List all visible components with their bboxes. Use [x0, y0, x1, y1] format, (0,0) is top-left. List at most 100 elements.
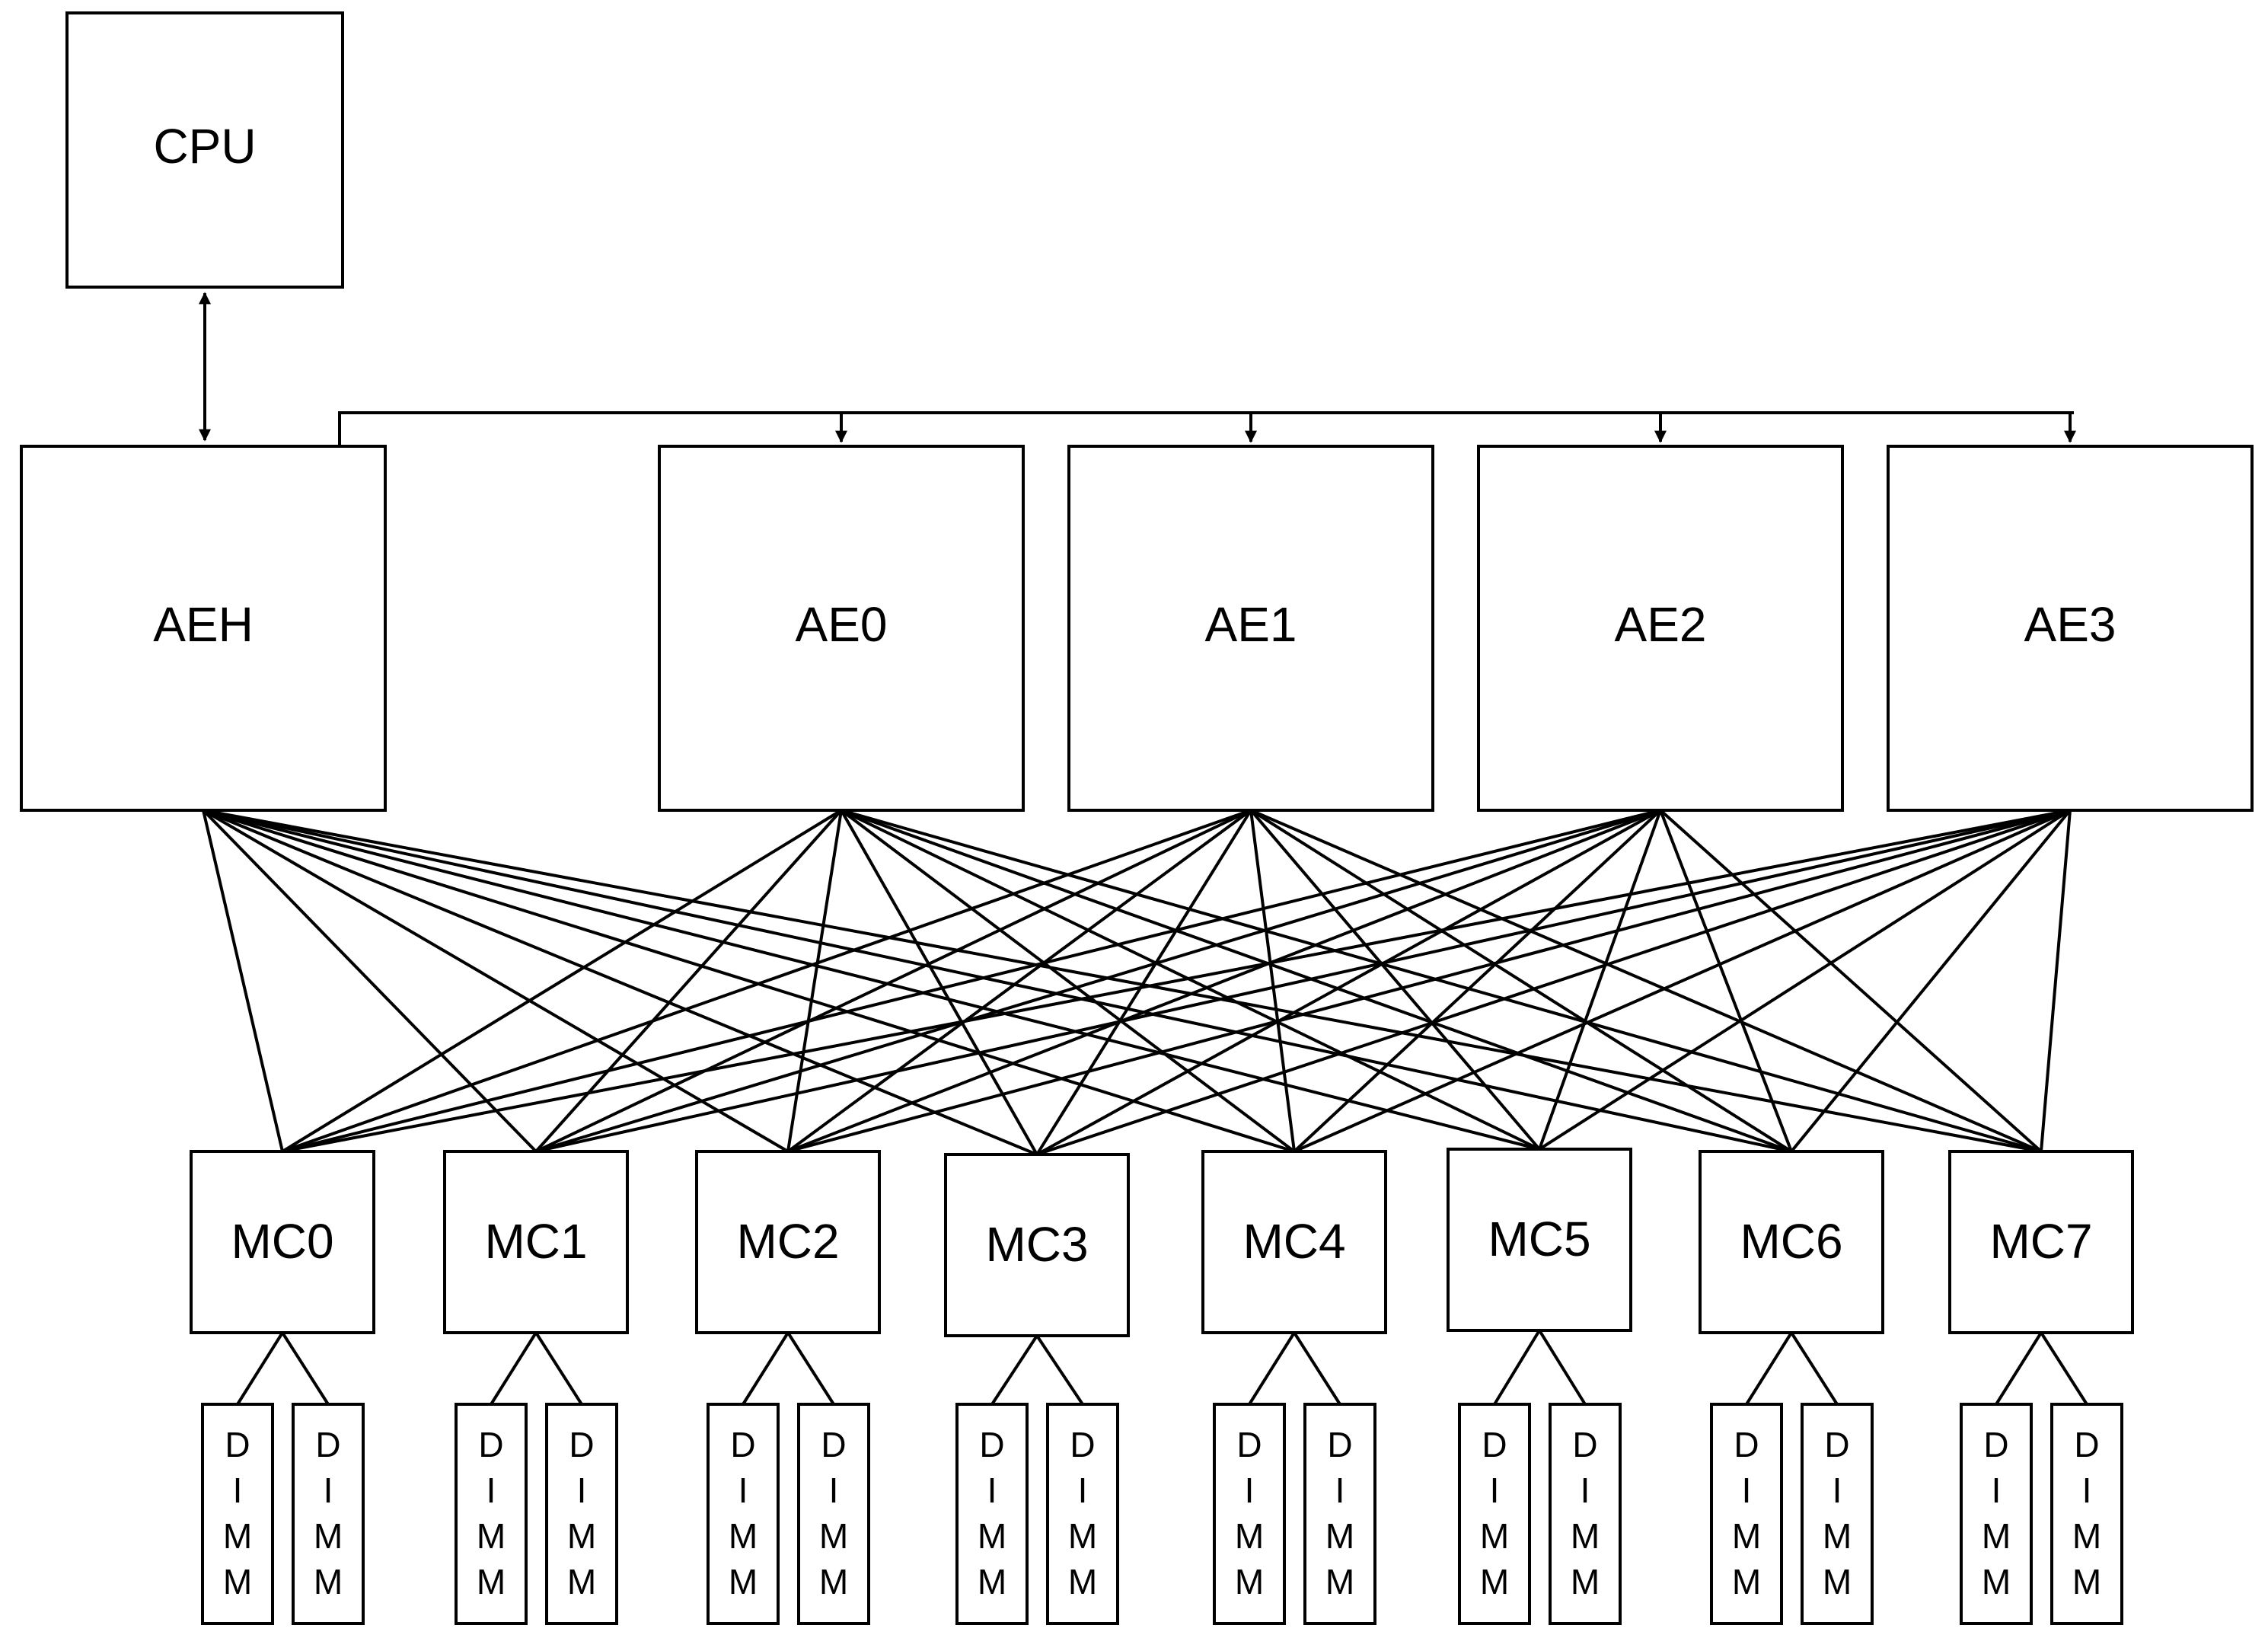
mc5-dimm-link	[1538, 1329, 1587, 1406]
mesh-line	[203, 809, 1792, 1153]
dimm-letter: D	[1983, 1425, 2008, 1464]
mesh-line	[2040, 810, 2072, 1152]
mc0-label: MC0	[231, 1214, 333, 1269]
mesh-line	[1036, 809, 2071, 1156]
ae3-block: AE3	[1887, 445, 2254, 812]
dimm-letter: I	[1833, 1471, 1842, 1510]
dimm-letter: M	[1068, 1562, 1097, 1602]
dimm-letter: M	[1571, 1516, 1600, 1556]
dimm-letter: D	[315, 1425, 340, 1464]
mesh-line	[1249, 810, 1296, 1152]
dimm-letter: I	[829, 1471, 839, 1510]
ae1-label: AE1	[1205, 597, 1297, 652]
dimm-letter: M	[1235, 1516, 1264, 1556]
dimm-letter: M	[1823, 1562, 1852, 1602]
mesh-line	[1659, 810, 1793, 1152]
dimm-letter: M	[1732, 1562, 1761, 1602]
dimm-letter: I	[233, 1471, 243, 1510]
mc2-label: MC2	[736, 1214, 839, 1269]
ae0-block: AE0	[658, 445, 1025, 812]
broadcast-bus	[338, 411, 2074, 446]
dimm-letter: D	[225, 1425, 250, 1464]
dimm-letter: M	[477, 1562, 506, 1602]
dimm-letter: I	[1992, 1471, 2002, 1510]
mc1-label: MC1	[484, 1214, 587, 1269]
mc6-label: MC6	[1740, 1214, 1842, 1269]
mc5-label: MC5	[1488, 1212, 1590, 1266]
dimm-letter: I	[2082, 1471, 2092, 1510]
dimm-letter: M	[978, 1516, 1006, 1556]
dimm-letter: D	[1572, 1425, 1597, 1464]
dimm-letter: I	[987, 1471, 997, 1510]
dimm-letter: D	[821, 1425, 846, 1464]
dimm-letter: M	[819, 1562, 848, 1602]
mc1-dimm-link	[534, 1331, 583, 1406]
mesh-line	[1293, 809, 1662, 1153]
dimm-letter: I	[1245, 1471, 1255, 1510]
dimm-letter: D	[979, 1425, 1004, 1464]
dimm-letter: M	[2072, 1516, 2101, 1556]
mesh-line	[787, 809, 2071, 1153]
mc0-dimm-link	[236, 1331, 284, 1406]
dimm-letter: M	[1982, 1516, 2011, 1556]
mesh-line	[535, 809, 2071, 1153]
dimm-letter: D	[1824, 1425, 1849, 1464]
mesh-line	[841, 809, 2042, 1153]
dimm-letter: M	[978, 1562, 1006, 1602]
ae2-label: AE2	[1615, 597, 1707, 652]
dimm-letter: I	[738, 1471, 748, 1510]
dimm-letter: I	[324, 1471, 333, 1510]
dimm-letter: D	[569, 1425, 594, 1464]
mesh-line	[1790, 809, 2072, 1153]
mesh-line	[202, 809, 537, 1153]
ae2-block: AE2	[1477, 445, 1844, 812]
dimm-letter: D	[1070, 1425, 1095, 1464]
ae1-block: AE1	[1067, 445, 1434, 812]
dimm-letter: D	[1327, 1425, 1352, 1464]
mesh-line	[203, 809, 1295, 1153]
mesh-line	[282, 809, 2071, 1153]
mc3-label: MC3	[985, 1217, 1088, 1272]
dimm-letter: M	[1480, 1516, 1509, 1556]
dimm-letter: I	[1742, 1471, 1752, 1510]
mc7-dimm-link	[1995, 1331, 2043, 1406]
mesh-line	[535, 809, 1661, 1153]
dimm-letter: M	[1982, 1562, 2011, 1602]
dimm-letter: I	[1490, 1471, 1500, 1510]
dimm-letter: M	[567, 1562, 596, 1602]
dimm-letter: I	[486, 1471, 496, 1510]
mesh-line	[203, 809, 1540, 1151]
mesh-line	[1249, 809, 1541, 1151]
dimm-letter: M	[1235, 1562, 1264, 1602]
mesh-line	[1538, 810, 1662, 1150]
dimm-letter: M	[314, 1516, 343, 1556]
mc5-dimm-link	[1493, 1329, 1541, 1406]
mesh-line	[203, 809, 1038, 1156]
dimm-letter: D	[1482, 1425, 1507, 1464]
dimm-letter: M	[1480, 1562, 1509, 1602]
dimm-letter: I	[1078, 1471, 1088, 1510]
dimm-letter: M	[2072, 1562, 2101, 1602]
dimm-letter: M	[1571, 1562, 1600, 1602]
dimm-letter: M	[1325, 1562, 1354, 1602]
dimm-letter: M	[1325, 1516, 1354, 1556]
mesh-line	[787, 809, 1661, 1153]
mesh-line	[840, 810, 1038, 1155]
mc6-dimm-link	[1745, 1331, 1793, 1406]
